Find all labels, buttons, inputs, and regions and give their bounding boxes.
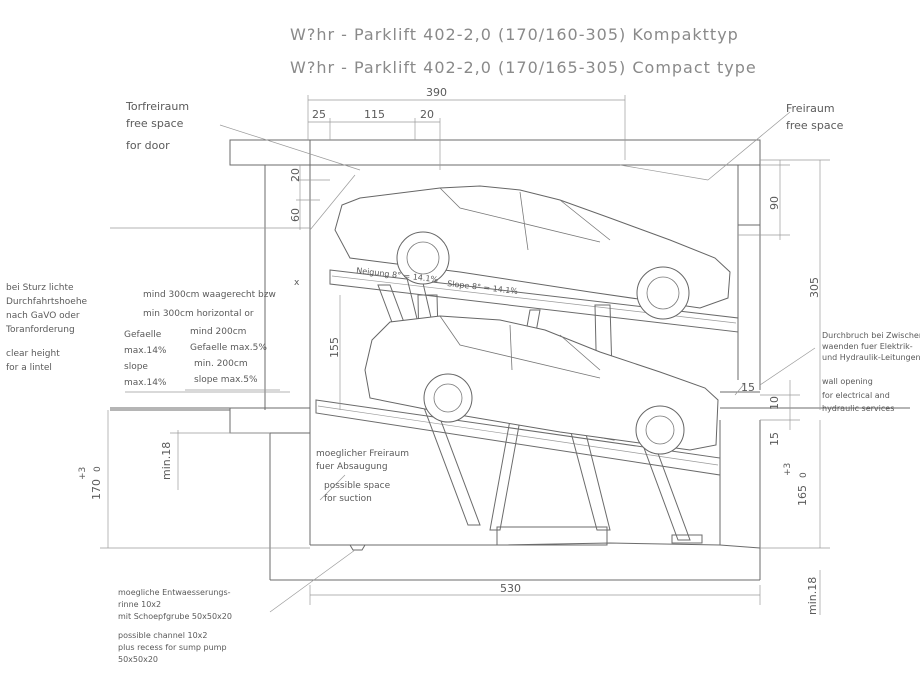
dim-170-tolerance-plus: +3	[78, 467, 88, 480]
title-english: W?hr - Parklift 402-2,0 (170/165-305) Co…	[290, 58, 757, 77]
label-slope14-2: max.14%	[124, 346, 167, 356]
door-space-leader	[219, 124, 361, 171]
label-free-space-de: Freiraum	[786, 102, 835, 115]
label-suction-en-1: possible space	[324, 481, 391, 491]
upper-platform	[329, 269, 739, 333]
label-wall-opening-de-1: Durchbruch bei Zwischen-	[822, 331, 920, 340]
label-slope14-4: max.14%	[124, 378, 167, 388]
dim-20-left: 20	[289, 168, 302, 182]
dim-170-tolerance-zero: 0	[93, 466, 103, 472]
label-clear-height-1: clear height	[6, 349, 60, 359]
dim-min18-left: min.18	[160, 442, 173, 480]
dim-165: 165	[796, 485, 809, 506]
title-german: W?hr - Parklift 402-2,0 (170/160-305) Ko…	[290, 25, 739, 44]
label-slope14-3: slope	[124, 362, 148, 372]
dimension-lines	[100, 95, 830, 615]
label-min200-en: min. 200cm	[194, 359, 248, 369]
label-channel-de-2: rinne 10x2	[118, 600, 161, 609]
scissor-arm-2	[489, 309, 541, 531]
dim-155: 155	[328, 337, 341, 358]
label-slope5-en: slope max.5%	[194, 375, 258, 385]
channel-leader	[269, 549, 356, 613]
dim-25: 25	[312, 108, 326, 121]
label-slope5-de: Gefaelle max.5%	[190, 343, 267, 353]
label-wall-opening-en-3: hydraulic services	[822, 404, 894, 413]
label-suction-en-2: for suction	[324, 494, 372, 504]
dim-10: 10	[768, 396, 781, 410]
label-clear-height-2: for a lintel	[6, 363, 52, 373]
label-wall-opening-en-2: for electrical and	[822, 391, 890, 400]
label-lintel-2: Durchfahrtshoehe	[6, 297, 88, 307]
pit-floor	[310, 542, 761, 549]
dim-min18-right: min.18	[806, 577, 819, 615]
label-channel-en-2: plus recess for sump pump	[118, 643, 227, 652]
label-lintel-3: nach GaVO oder	[6, 311, 80, 321]
free-space-leader	[707, 111, 791, 181]
label-door-space-en: free space	[126, 117, 184, 130]
dim-115: 115	[364, 108, 385, 121]
lower-platform	[315, 399, 721, 476]
lift-base	[496, 526, 608, 546]
label-wall-opening-de-3: und Hydraulik-Leitungen	[822, 353, 920, 362]
label-lintel-1: bei Sturz lichte	[6, 283, 74, 293]
ceiling-slab	[310, 139, 761, 166]
label-suction-de-1: moeglicher Freiraum	[316, 449, 409, 459]
scissor-arm-1	[377, 284, 481, 526]
label-slope14-1: Gefaelle	[124, 330, 162, 340]
label-min200-de: mind 200cm	[190, 327, 246, 337]
dim-20-top: 20	[420, 108, 434, 121]
garage-structure	[110, 139, 910, 581]
label-wall-opening-en-1: wall opening	[822, 377, 873, 386]
label-suction-de-2: fuer Absaugung	[316, 462, 388, 472]
dim-390: 390	[426, 86, 447, 99]
label-lintel-4: Toranforderung	[5, 325, 75, 335]
upper-car	[334, 185, 731, 320]
label-min300-en: min 300cm horizontal or	[143, 309, 254, 319]
label-wall-opening-de-2: waenden fuer Elektrik-	[822, 342, 913, 351]
label-channel-en-1: possible channel 10x2	[118, 631, 208, 640]
label-channel-de-3: mit Schoepfgrube 50x50x20	[118, 612, 232, 621]
door-lintel	[229, 139, 311, 166]
label-min300-de: mind 300cm waagerecht bzw	[143, 290, 276, 300]
dim-305: 305	[808, 277, 821, 298]
label-door-space-en2: for door	[126, 139, 170, 152]
dim-15-lower: 15	[768, 432, 781, 446]
lower-car	[364, 315, 719, 455]
dim-15-upper: 15	[741, 381, 755, 394]
label-channel-de-1: moegliche Entwaesserungs-	[118, 588, 231, 597]
label-door-space-de: Torfreiraum	[125, 100, 189, 113]
dim-170: 170	[90, 479, 103, 500]
dim-530: 530	[500, 582, 521, 595]
label-free-space-en: free space	[786, 119, 844, 132]
dim-165-tolerance-plus: +3	[783, 463, 793, 476]
dim-60: 60	[289, 208, 302, 222]
label-channel-en-3: 50x50x20	[118, 655, 158, 664]
dim-165-tolerance-zero: 0	[799, 472, 809, 478]
label-x-mark: x	[294, 278, 300, 288]
drainage-channel	[349, 544, 366, 551]
dim-90: 90	[768, 196, 781, 210]
